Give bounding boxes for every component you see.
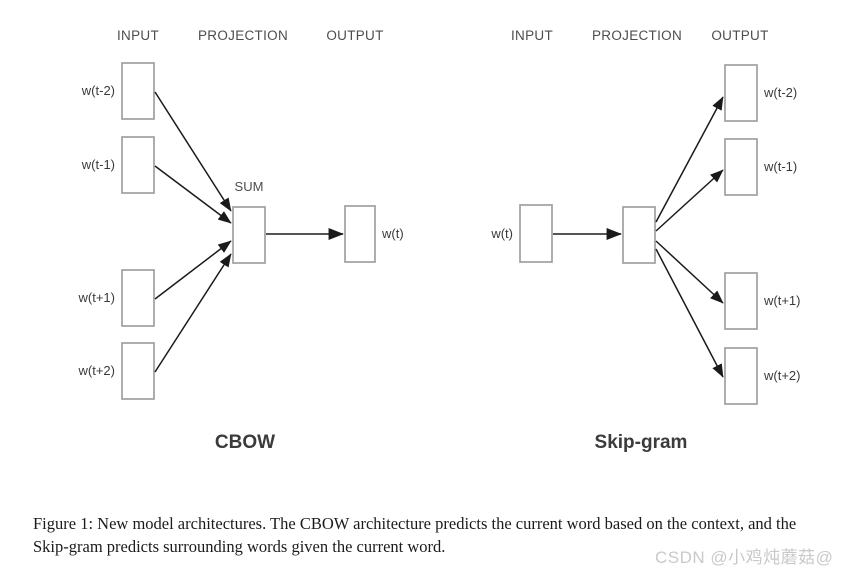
skipgram-edge-3 xyxy=(655,248,724,378)
node-rect xyxy=(344,205,376,263)
node-rect xyxy=(232,206,266,264)
figure-caption-line-2: context, and the Skip-gram predicts surr… xyxy=(33,514,797,557)
skipgram-output-node-0[interactable]: w(t-2) xyxy=(724,64,797,122)
cbow-input-label-2: w(t+1) xyxy=(78,290,115,305)
skipgram-output-label-1: w(t-1) xyxy=(763,159,797,174)
cbow-edge-1 xyxy=(154,165,232,224)
cbow-input-node-3[interactable]: w(t+2) xyxy=(78,342,155,400)
node-rect xyxy=(724,64,758,122)
skipgram-input-label: w(t) xyxy=(490,226,513,241)
node-rect xyxy=(519,204,553,263)
cbow-input-node-0[interactable]: w(t-2) xyxy=(81,62,155,120)
skipgram-output-node-1[interactable]: w(t-1) xyxy=(724,138,797,196)
cbow-header-projection: PROJECTION xyxy=(198,28,288,43)
skipgram-projection-node[interactable] xyxy=(622,206,656,264)
cbow-edge-3 xyxy=(154,253,232,373)
skipgram-edge-2 xyxy=(655,240,724,304)
cbow-projection-node[interactable] xyxy=(232,206,266,264)
cbow-header-output: OUTPUT xyxy=(326,28,383,43)
skipgram-header-output: OUTPUT xyxy=(711,28,768,43)
node-rect xyxy=(121,342,155,400)
skipgram-edge-1 xyxy=(655,169,724,232)
skipgram-output-label-0: w(t-2) xyxy=(763,85,797,100)
cbow-title: CBOW xyxy=(215,432,275,453)
cbow-input-label-3: w(t+2) xyxy=(78,363,115,378)
skipgram-panel: INPUT PROJECTION OUTPUT w(t) w(t-2) xyxy=(490,28,800,453)
cbow-input-node-2[interactable]: w(t+1) xyxy=(78,269,155,327)
watermark-text: CSDN @小鸡炖蘑菇@ xyxy=(655,548,834,567)
figure-caption-line-1: Figure 1: New model architectures. The C… xyxy=(33,514,688,533)
node-rect xyxy=(724,347,758,405)
cbow-edge-2 xyxy=(154,240,232,300)
cbow-edge-0 xyxy=(154,91,232,212)
skipgram-output-label-2: w(t+1) xyxy=(763,293,800,308)
figure-caption: Figure 1: New model architectures. The C… xyxy=(33,512,833,559)
node-rect xyxy=(121,136,155,194)
node-rect xyxy=(724,138,758,196)
skipgram-header-projection: PROJECTION xyxy=(592,28,682,43)
cbow-output-node[interactable]: w(t) xyxy=(344,205,404,263)
node-rect xyxy=(622,206,656,264)
skipgram-output-label-3: w(t+2) xyxy=(763,368,800,383)
cbow-sum-label: SUM xyxy=(235,179,264,194)
skipgram-edge-0 xyxy=(655,96,724,223)
model-architectures-diagram: INPUT PROJECTION OUTPUT w(t-2) w(t-1) w(… xyxy=(78,28,801,453)
cbow-input-label-0: w(t-2) xyxy=(81,83,115,98)
cbow-input-node-1[interactable]: w(t-1) xyxy=(81,136,155,194)
cbow-panel: INPUT PROJECTION OUTPUT w(t-2) w(t-1) w(… xyxy=(78,28,404,453)
node-rect xyxy=(121,269,155,327)
skipgram-header-input: INPUT xyxy=(511,28,553,43)
node-rect xyxy=(724,272,758,330)
node-rect xyxy=(121,62,155,120)
cbow-header-input: INPUT xyxy=(117,28,159,43)
cbow-input-label-1: w(t-1) xyxy=(81,157,115,172)
skipgram-input-node[interactable]: w(t) xyxy=(490,204,553,263)
skipgram-output-node-3[interactable]: w(t+2) xyxy=(724,347,800,405)
cbow-output-label: w(t) xyxy=(381,226,404,241)
skipgram-title: Skip-gram xyxy=(595,432,688,453)
skipgram-output-node-2[interactable]: w(t+1) xyxy=(724,272,800,330)
